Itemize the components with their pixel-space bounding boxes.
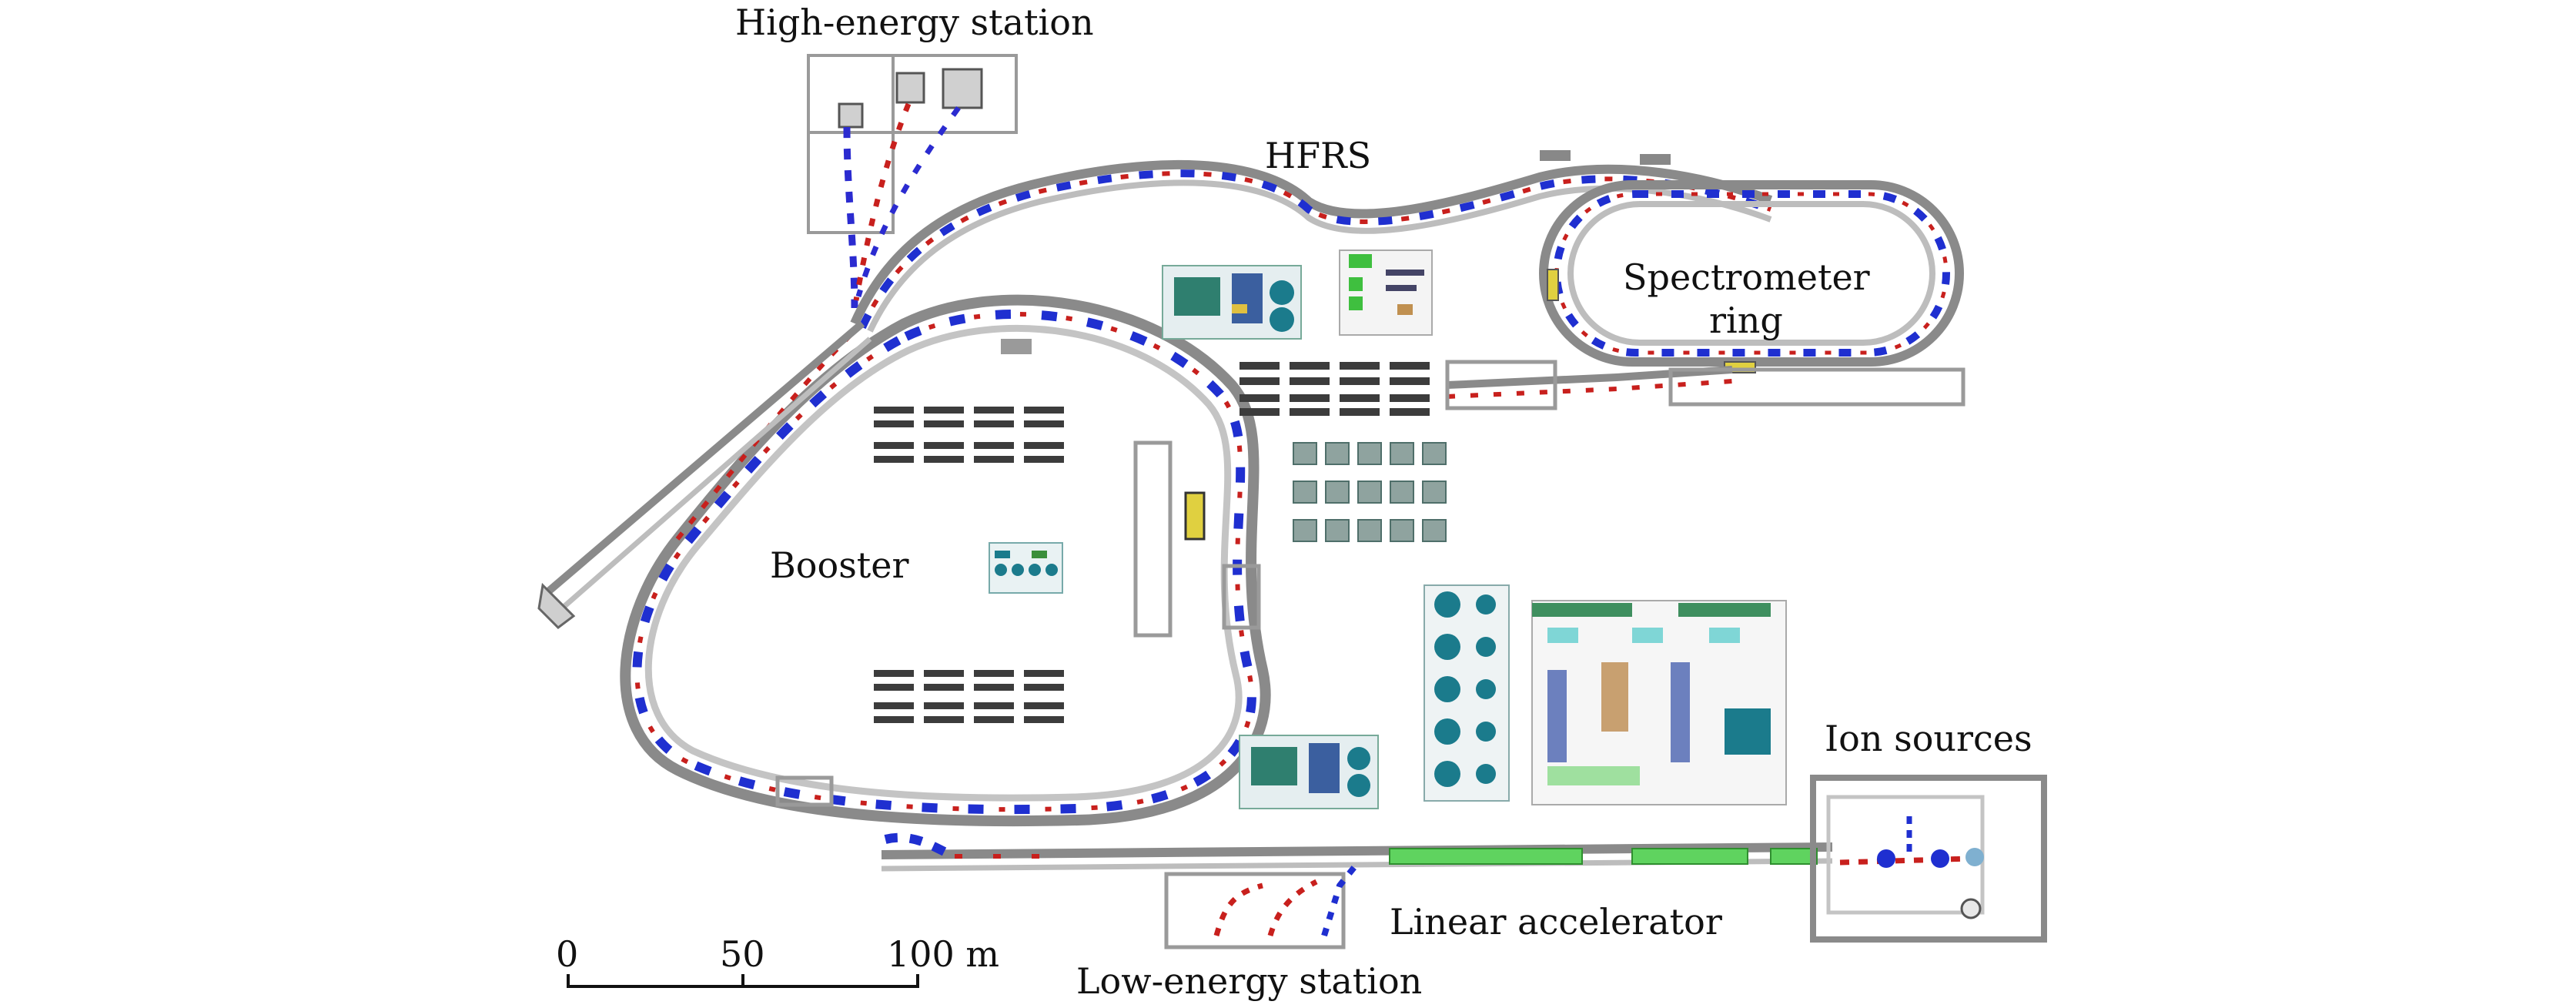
spectrometer-ring: [1445, 180, 1965, 410]
high-energy-station: [807, 54, 1018, 309]
booster-rack-array-lower: [874, 670, 1064, 723]
label-spectrometer-ring-line1: Spectrometer: [1623, 256, 1870, 298]
label-low-energy-station: Low-energy station: [1076, 960, 1422, 1002]
ion-sources: [1810, 775, 2047, 943]
label-hfrs: HFRS: [1265, 135, 1371, 176]
label-booster: Booster: [770, 544, 909, 586]
booster-ring: [537, 294, 1271, 827]
scale-bar: 0 50 100 m: [556, 933, 999, 988]
low-energy-station: [1164, 864, 1358, 949]
label-high-energy-station: High-energy station: [735, 2, 1094, 43]
label-ion-sources: Ion sources: [1825, 718, 2032, 759]
power-equipment-lower-left: [1239, 735, 1379, 809]
cooling-unit-array: [1293, 442, 1447, 542]
booster-rack-array-upper: [874, 407, 1064, 463]
power-equipment-upper: [1162, 249, 1433, 340]
cryogenic-column: [1423, 584, 1510, 802]
scale-tick-100: 100 m: [887, 933, 999, 975]
rack-array-center: [1239, 362, 1430, 416]
linear-accelerator: [881, 832, 1833, 872]
label-linear-accelerator: Linear accelerator: [1390, 901, 1722, 943]
scale-tick-0: 0: [556, 933, 578, 975]
linac-power-hall: [1531, 600, 1787, 805]
label-spectrometer-ring-line2: ring: [1709, 300, 1783, 341]
scale-tick-50: 50: [720, 933, 765, 975]
booster-control-cluster: [989, 542, 1063, 594]
